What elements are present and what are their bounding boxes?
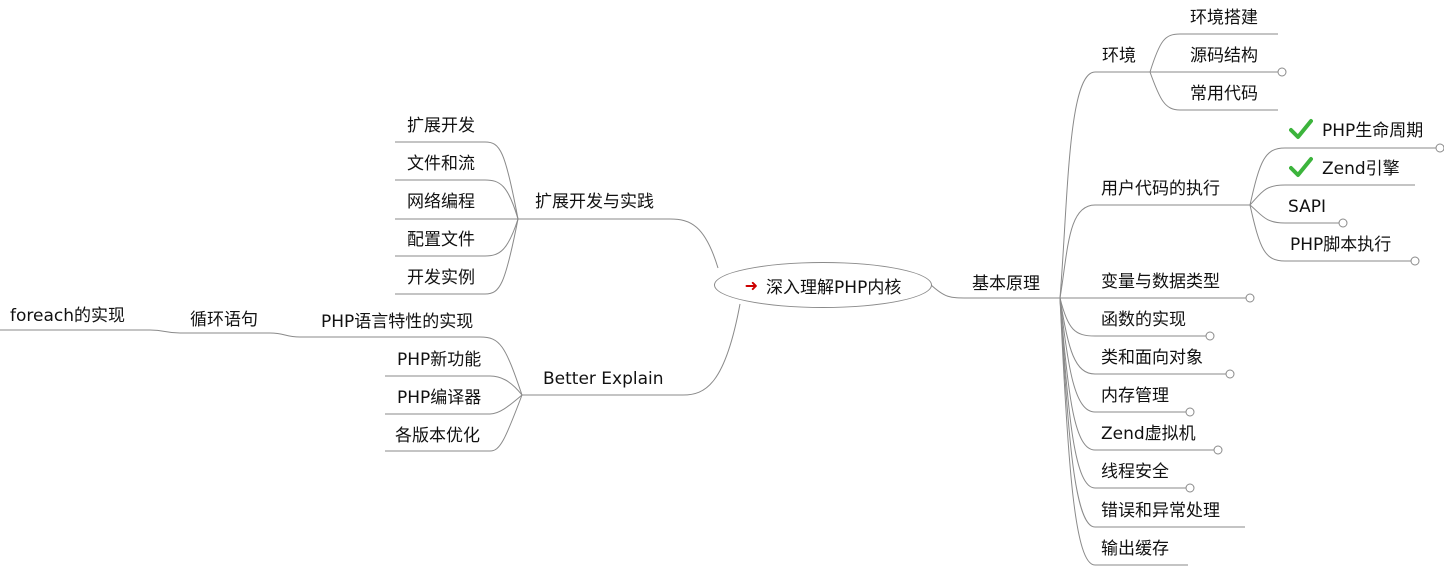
node-function-impl[interactable]: 函数的实现 <box>1101 310 1186 330</box>
node-language-features[interactable]: PHP语言特性的实现 <box>321 312 474 332</box>
node-classes-oop[interactable]: 类和面向对象 <box>1101 348 1203 368</box>
check-icon <box>1289 119 1313 139</box>
node-php-new-features[interactable]: PHP新功能 <box>397 350 482 370</box>
node-env-setup[interactable]: 环境搭建 <box>1190 8 1258 28</box>
node-output-buffering[interactable]: 输出缓存 <box>1101 539 1169 559</box>
central-label: 深入理解PHP内核 <box>766 277 902 298</box>
node-version-optimizations[interactable]: 各版本优化 <box>395 426 480 446</box>
node-php-script-execution[interactable]: PHP脚本执行 <box>1290 235 1392 255</box>
node-common-code[interactable]: 常用代码 <box>1190 84 1258 104</box>
node-environment[interactable]: 环境 <box>1102 46 1136 66</box>
node-network-programming[interactable]: 网络编程 <box>407 192 475 212</box>
node-foreach-impl[interactable]: foreach的实现 <box>10 306 125 326</box>
node-user-code-execution[interactable]: 用户代码的执行 <box>1101 179 1220 199</box>
node-php-compiler[interactable]: PHP编译器 <box>397 388 482 408</box>
node-zend-engine[interactable]: Zend引擎 <box>1322 159 1400 179</box>
node-better-explain[interactable]: Better Explain <box>543 369 664 389</box>
node-extension-dev[interactable]: 扩展开发 <box>407 116 475 136</box>
node-php-lifecycle[interactable]: PHP生命周期 <box>1322 121 1424 141</box>
node-extension-dev-practice[interactable]: 扩展开发与实践 <box>535 192 654 212</box>
red-arrow-icon: ➜ <box>744 275 759 295</box>
node-loop-statements[interactable]: 循环语句 <box>190 310 258 330</box>
node-memory-management[interactable]: 内存管理 <box>1101 386 1169 406</box>
node-thread-safety[interactable]: 线程安全 <box>1101 462 1169 482</box>
node-basic-principles[interactable]: 基本原理 <box>972 274 1040 294</box>
node-dev-examples[interactable]: 开发实例 <box>407 268 475 288</box>
node-files-streams[interactable]: 文件和流 <box>407 154 475 174</box>
node-config-files[interactable]: 配置文件 <box>407 230 475 250</box>
node-variables-types[interactable]: 变量与数据类型 <box>1101 272 1220 292</box>
node-errors-exceptions[interactable]: 错误和异常处理 <box>1101 501 1220 521</box>
node-sapi[interactable]: SAPI <box>1288 197 1327 217</box>
check-icon <box>1289 157 1313 177</box>
node-zend-vm[interactable]: Zend虚拟机 <box>1101 424 1196 444</box>
central-node[interactable]: ➜ 深入理解PHP内核 <box>714 262 932 308</box>
node-source-structure[interactable]: 源码结构 <box>1190 46 1258 66</box>
